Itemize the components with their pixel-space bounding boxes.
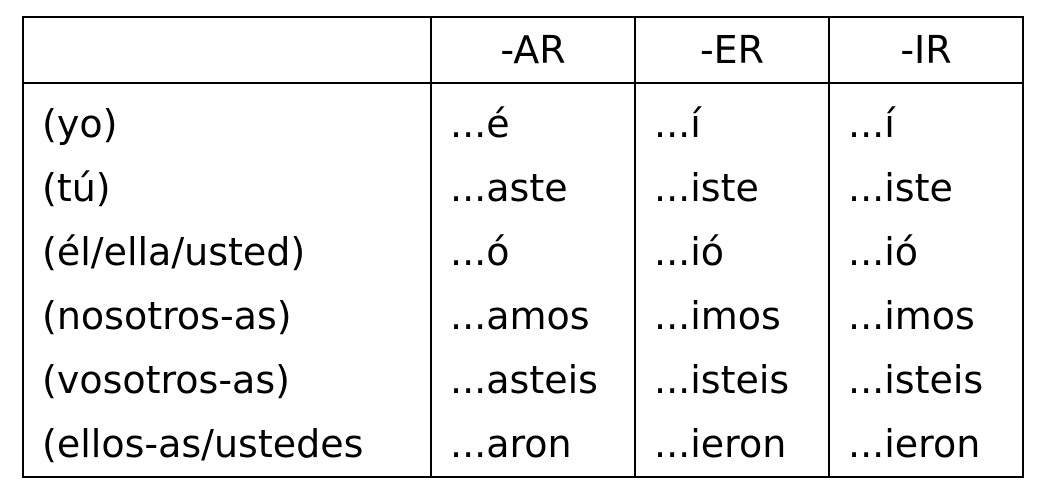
pronoun-cell: (ellos-as/ustedes	[22, 412, 432, 478]
ending-ir-cell: ...ió	[828, 220, 1024, 284]
ending-ir-cell: ...í	[828, 83, 1024, 156]
table-row: (tú) ...aste ...iste ...iste	[22, 156, 1024, 220]
ending-er-cell: ...í	[634, 83, 830, 156]
ending-er-cell: ...isteis	[634, 348, 830, 412]
ending-ir-cell: ...isteis	[828, 348, 1024, 412]
header-empty-cell	[22, 16, 432, 84]
ending-ar-cell: ...amos	[430, 284, 636, 348]
table-header: -AR -ER -IR	[22, 16, 1024, 84]
ending-ar-cell: ...é	[430, 83, 636, 156]
ending-er-cell: ...ieron	[634, 412, 830, 478]
ending-er-cell: ...iste	[634, 156, 830, 220]
table-row: (vosotros-as) ...asteis ...isteis ...ist…	[22, 348, 1024, 412]
table-row: (yo) ...é ...í ...í	[22, 83, 1024, 156]
table-row: (ellos-as/ustedes ...aron ...ieron ...ie…	[22, 412, 1024, 478]
ending-ar-cell: ...asteis	[430, 348, 636, 412]
ending-ar-cell: ...ó	[430, 220, 636, 284]
pronoun-cell: (tú)	[22, 156, 432, 220]
pronoun-cell: (vosotros-as)	[22, 348, 432, 412]
header-er: -ER	[634, 16, 830, 84]
ending-er-cell: ...ió	[634, 220, 830, 284]
ending-er-cell: ...imos	[634, 284, 830, 348]
ending-ir-cell: ...iste	[828, 156, 1024, 220]
ending-ir-cell: ...imos	[828, 284, 1024, 348]
ending-ir-cell: ...ieron	[828, 412, 1024, 478]
conjugation-table: -AR -ER -IR (yo) ...é ...í ...í (tú) ...…	[22, 16, 1024, 478]
header-row: -AR -ER -IR	[22, 16, 1024, 84]
header-ar: -AR	[430, 16, 636, 84]
header-ir: -IR	[828, 16, 1024, 84]
ending-ar-cell: ...aste	[430, 156, 636, 220]
pronoun-cell: (él/ella/usted)	[22, 220, 432, 284]
pronoun-cell: (nosotros-as)	[22, 284, 432, 348]
table-row: (nosotros-as) ...amos ...imos ...imos	[22, 284, 1024, 348]
pronoun-cell: (yo)	[22, 83, 432, 156]
ending-ar-cell: ...aron	[430, 412, 636, 478]
table-row: (él/ella/usted) ...ó ...ió ...ió	[22, 220, 1024, 284]
table-body: (yo) ...é ...í ...í (tú) ...aste ...iste…	[22, 83, 1024, 478]
